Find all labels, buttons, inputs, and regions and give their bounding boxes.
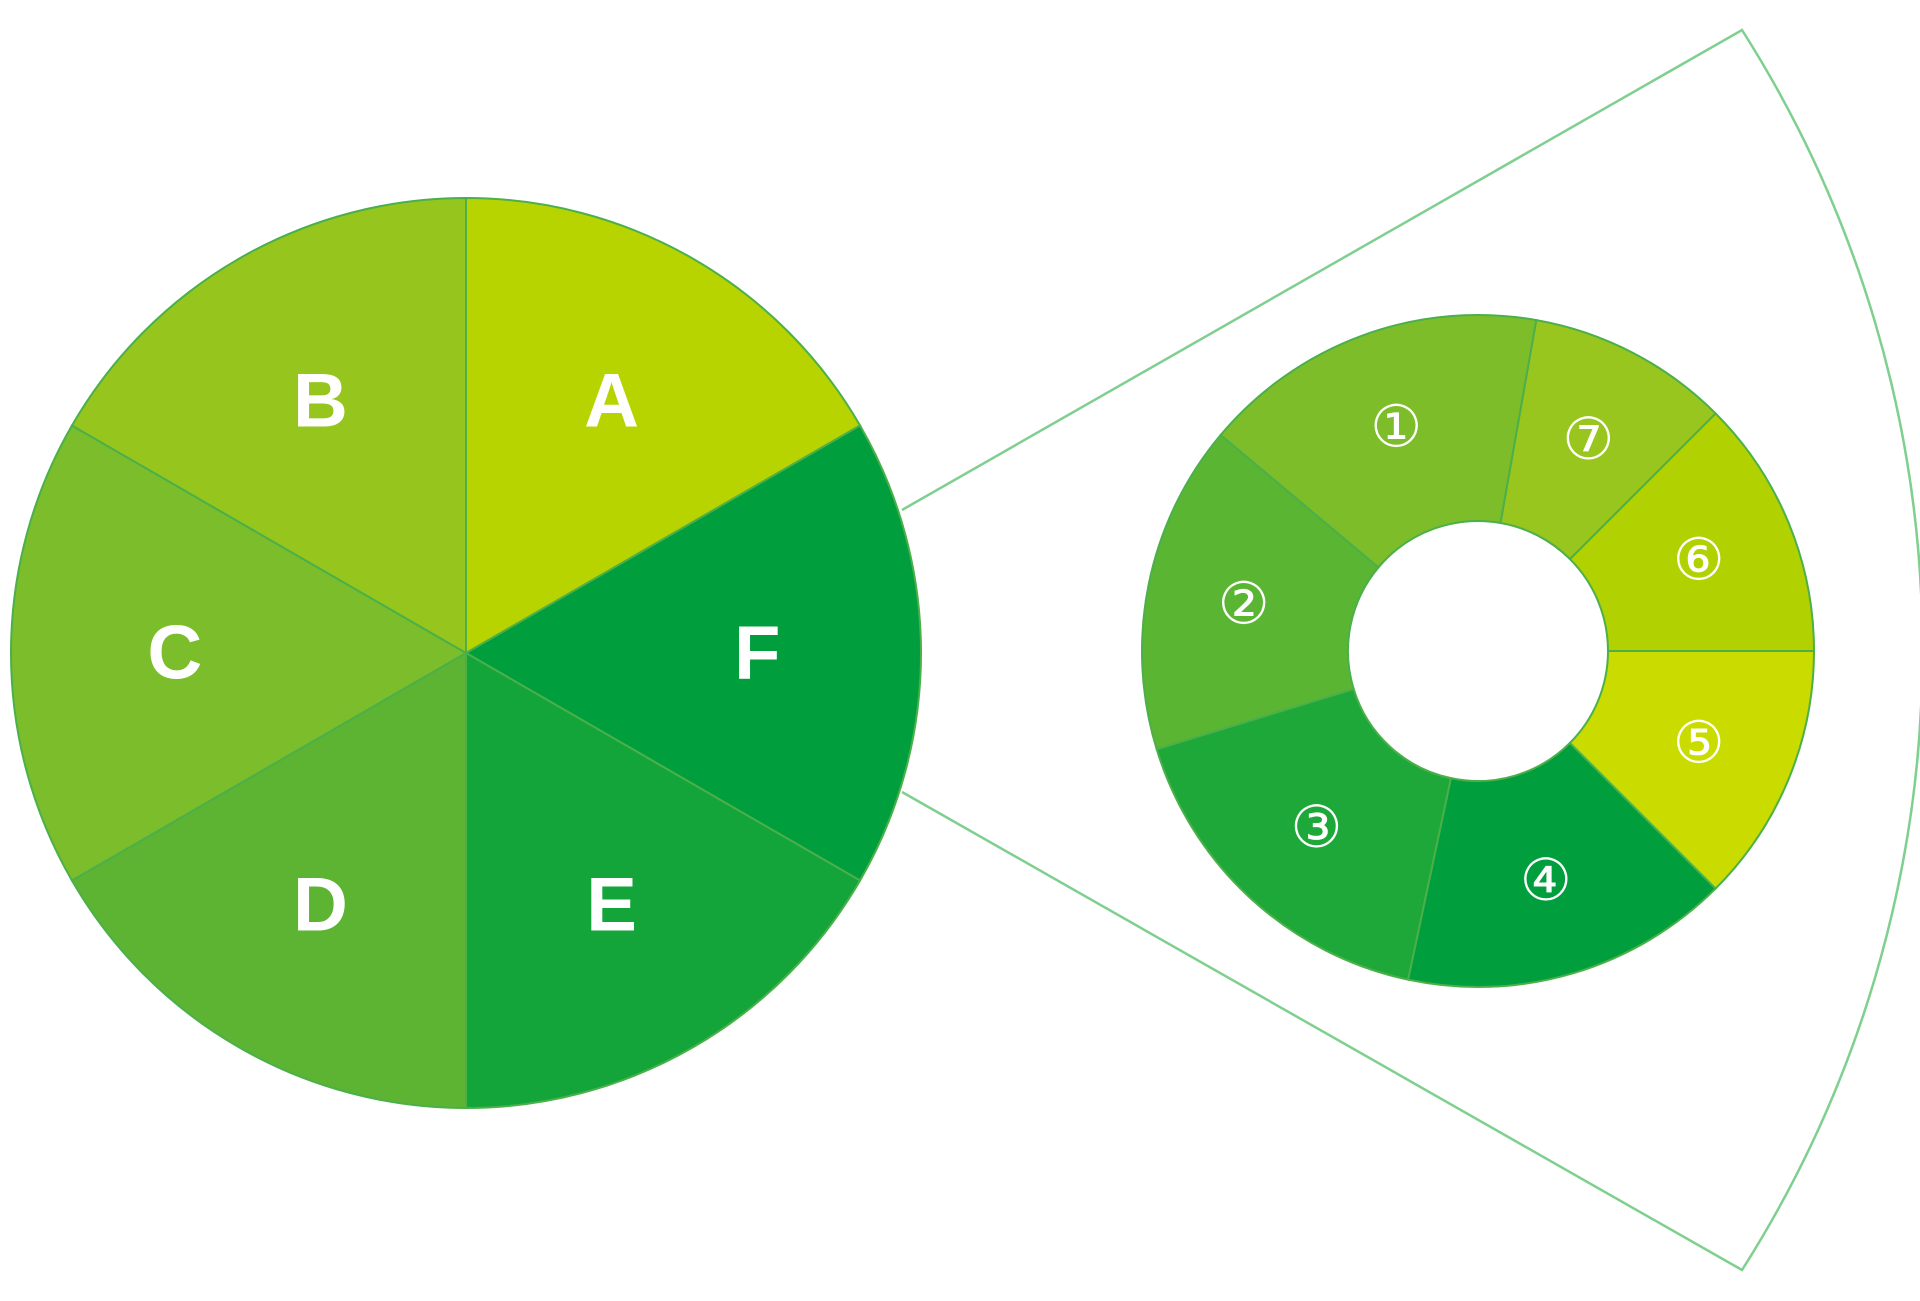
segment-ring: ① ② ③ ④ ⑤ ⑥⑦ bbox=[1141, 314, 1816, 988]
pie-segment-f bbox=[463, 424, 922, 882]
ring-segment-2 bbox=[1141, 433, 1380, 751]
ring-segment-5 bbox=[1568, 650, 1816, 891]
ring-segment-7 bbox=[1499, 318, 1718, 561]
ring-segment-6 bbox=[1568, 411, 1816, 652]
ring-label-2: ② bbox=[1218, 569, 1270, 637]
ring-label-7: ⑦ bbox=[1562, 405, 1614, 473]
pie-segment-a bbox=[465, 196, 862, 655]
ring-segment-4 bbox=[1406, 741, 1718, 988]
pie-label-e: E bbox=[586, 863, 637, 948]
zoom-fan-outline bbox=[901, 28, 1920, 1272]
ring-segment-3 bbox=[1155, 687, 1453, 981]
ring-label-4: ④ bbox=[1520, 846, 1572, 914]
pie-segment-c bbox=[10, 424, 469, 882]
pie-label-a: A bbox=[584, 358, 639, 443]
pie-label-d: D bbox=[293, 863, 348, 948]
pie-segment-b bbox=[70, 196, 467, 655]
ring-label-3: ③ bbox=[1291, 793, 1343, 861]
pie-label-f: F bbox=[734, 611, 780, 696]
pie-chart: A F E D C B bbox=[10, 196, 922, 1110]
ring-label-6: ⑥ bbox=[1673, 526, 1725, 594]
pie-segment-d bbox=[70, 651, 467, 1110]
ring-label-1: ① bbox=[1370, 392, 1422, 460]
pie-label-b: B bbox=[293, 358, 348, 443]
ring-label-5: ⑤ bbox=[1673, 708, 1725, 776]
pie-segment-e bbox=[465, 651, 862, 1110]
ring-segment-1 bbox=[1219, 314, 1538, 569]
pie-label-c: C bbox=[147, 611, 202, 696]
